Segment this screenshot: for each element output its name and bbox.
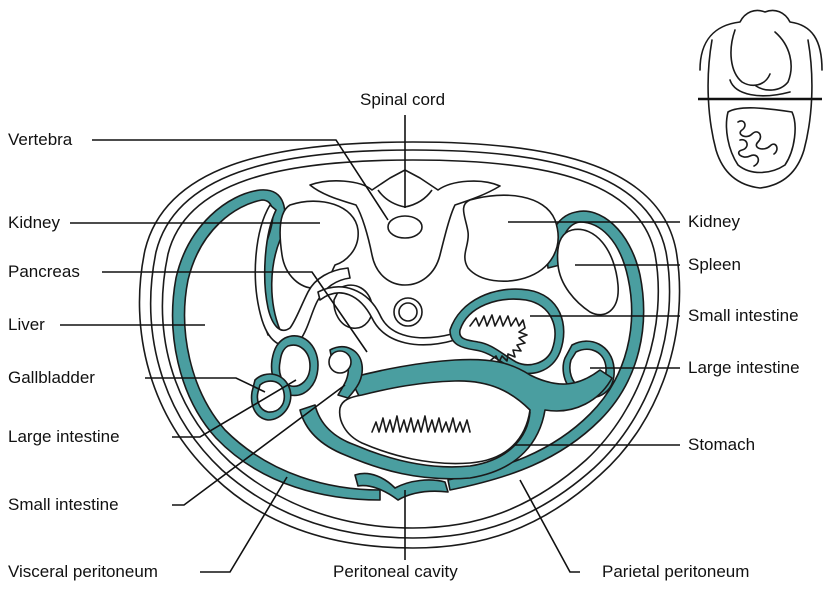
torso-inset — [698, 9, 823, 189]
label-vertebra: Vertebra — [8, 130, 73, 149]
label-parietal-peritoneum: Parietal peritoneum — [602, 562, 750, 581]
label-spinal-cord: Spinal cord — [360, 90, 446, 109]
label-spleen: Spleen — [688, 255, 741, 274]
small-intestine-left-shape — [328, 346, 364, 399]
label-liver: Liver — [8, 315, 45, 334]
label-stomach: Stomach — [688, 435, 756, 454]
label-small-intestine-right: Small intestine — [688, 306, 799, 325]
label-small-intestine-left: Small intestine — [8, 495, 119, 514]
label-pancreas: Pancreas — [8, 262, 80, 281]
liver-shape — [254, 204, 351, 347]
label-large-intestine-right: Large intestine — [688, 358, 800, 377]
label-visceral-peritoneum: Visceral peritoneum — [8, 562, 158, 581]
spleen-shape — [556, 228, 619, 316]
label-large-intestine-left: Large intestine — [8, 427, 120, 446]
label-kidney-right: Kidney — [688, 212, 740, 231]
label-gallbladder: Gallbladder — [8, 368, 95, 387]
parietal-peritoneum-shape — [171, 189, 645, 501]
leader-lines — [60, 115, 680, 573]
stomach-shape — [299, 358, 613, 480]
label-peritoneal-cavity: Peritoneal cavity — [333, 562, 458, 581]
gallbladder-shape — [250, 373, 292, 421]
label-kidney-left: Kidney — [8, 213, 60, 232]
